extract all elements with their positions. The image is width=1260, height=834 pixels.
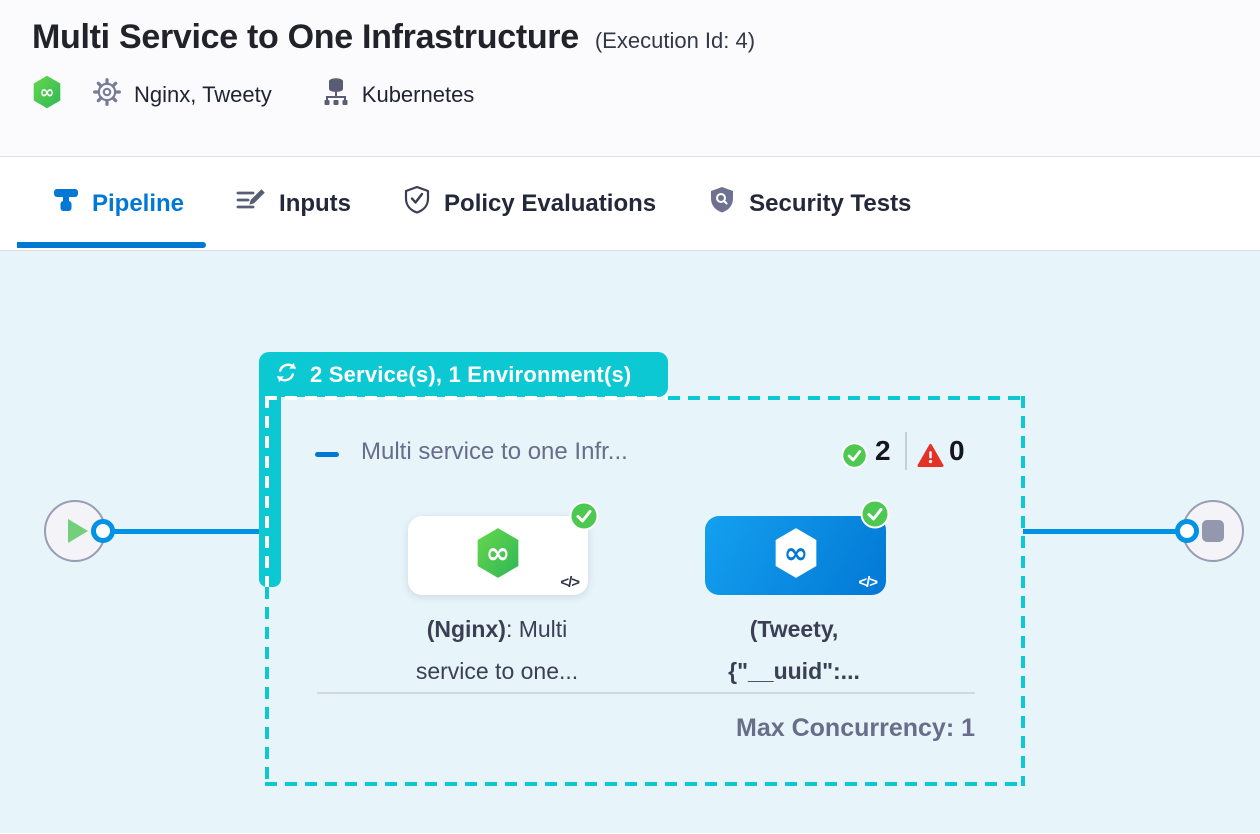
error-count: 0: [949, 435, 965, 466]
execution-id: (Execution Id: 4): [594, 28, 756, 53]
tab-policy-evaluations[interactable]: Policy Evaluations: [403, 157, 656, 250]
count-divider: [905, 432, 907, 470]
svg-text:∞: ∞: [40, 83, 55, 103]
status-success-icon: [860, 499, 890, 534]
tab-security-label: Security Tests: [749, 189, 912, 217]
max-concurrency-label: Max Concurrency: 1: [736, 714, 975, 742]
shield-check-icon: [403, 185, 431, 222]
harness-service-icon: ∞: [475, 527, 521, 584]
service-label-nginx: (Nginx): Multi service to one...: [415, 616, 579, 684]
play-icon: [68, 519, 88, 543]
collapse-stage-icon[interactable]: [315, 452, 339, 457]
group-border-bottom: [265, 782, 1025, 786]
connector-port-start: [91, 519, 115, 543]
tab-pipeline-label: Pipeline: [92, 189, 185, 217]
stage-title: Multi service to one Infr...: [361, 438, 628, 465]
tab-inputs[interactable]: Inputs: [236, 157, 351, 250]
stage-group: Multi service to one Infr... 2 0: [265, 396, 1025, 786]
execution-header: Multi Service to One Infrastructure (Exe…: [0, 0, 1260, 157]
service-card-nginx[interactable]: ∞ </>: [408, 516, 588, 595]
infrastructure-icon: [322, 76, 350, 113]
service-label-tweety: (Tweety, {"__uuid":...: [728, 616, 860, 684]
group-border-top: [668, 396, 1025, 400]
connector-port-end: [1175, 519, 1199, 543]
group-accent-bar: [259, 379, 281, 587]
svg-text:∞: ∞: [486, 536, 510, 570]
connector-line-left: [103, 529, 259, 534]
status-success-icon: [569, 501, 599, 536]
inputs-icon: [236, 186, 266, 221]
harness-cd-icon: ∞: [32, 75, 62, 114]
group-border-left: [265, 587, 269, 784]
loop-icon: [274, 360, 299, 390]
group-badge[interactable]: 2 Service(s), 1 Environment(s): [259, 352, 668, 397]
tab-policy-label: Policy Evaluations: [444, 189, 657, 217]
code-step-icon: </>: [858, 574, 878, 591]
active-tab-underline: [17, 242, 207, 248]
page-title: Multi Service to One Infrastructure: [32, 18, 579, 56]
stage-divider: [317, 692, 975, 694]
tab-security-tests[interactable]: Security Tests: [708, 157, 911, 250]
pipeline-icon: [53, 186, 79, 221]
group-badge-label: 2 Service(s), 1 Environment(s): [310, 361, 632, 387]
code-step-icon: </>: [560, 574, 580, 591]
success-count: 2: [875, 435, 891, 466]
stop-icon: [1202, 520, 1224, 542]
tab-inputs-label: Inputs: [279, 189, 352, 217]
group-border-right: [1021, 396, 1025, 786]
services-label: Nginx, Tweety: [134, 81, 272, 107]
error-count-icon: [917, 443, 944, 473]
service-card-tweety[interactable]: ∞ </>: [705, 516, 886, 595]
connector-line-right: [1023, 529, 1187, 534]
svg-text:∞: ∞: [783, 536, 807, 570]
gear-icon: [92, 77, 122, 112]
shield-scan-icon: [708, 185, 736, 222]
group-border-left-overlay: [265, 396, 269, 587]
pipeline-canvas: 2 Service(s), 1 Environment(s) Multi ser…: [0, 251, 1260, 833]
group-border-top-overlay: [265, 396, 668, 400]
execution-tabs: Pipeline Inputs Policy Evalua: [0, 157, 1260, 251]
tab-pipeline[interactable]: Pipeline: [17, 157, 207, 250]
success-count-icon: [841, 442, 868, 474]
infrastructure-label: Kubernetes: [361, 81, 475, 107]
harness-service-icon-selected: ∞: [773, 527, 819, 584]
